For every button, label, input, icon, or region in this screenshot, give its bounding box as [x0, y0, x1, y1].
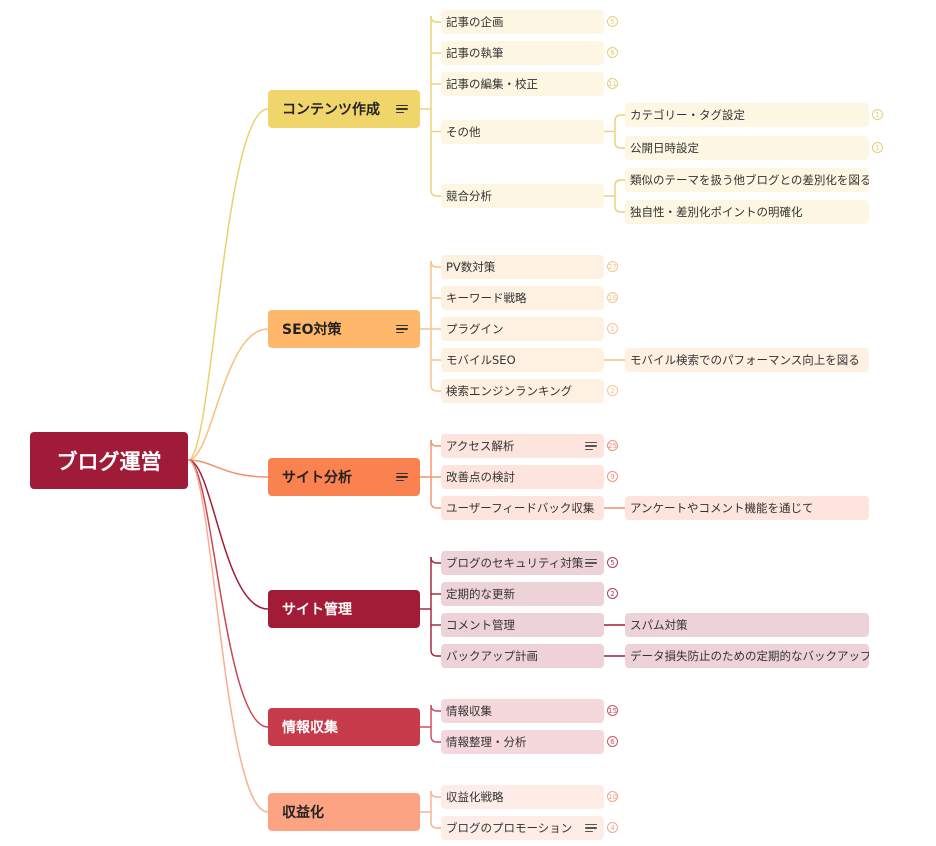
topic-node-label: ブログのプロモーション: [446, 821, 573, 835]
topic-node[interactable]: コメント管理: [441, 613, 604, 637]
topic-node[interactable]: 検索エンジンランキング: [441, 379, 604, 403]
topic-node[interactable]: ユーザーフィードバック収集: [441, 496, 604, 520]
branch-label: コンテンツ作成: [282, 102, 380, 118]
topic-node-label: 定期的な更新: [446, 587, 515, 601]
topic-node[interactable]: モバイルSEO: [441, 348, 604, 372]
topic-node[interactable]: 記事の編集・校正: [441, 72, 604, 96]
topic-node[interactable]: 競合分析: [441, 184, 604, 208]
count-badge[interactable]: 1: [872, 109, 883, 120]
topic-node-label: コメント管理: [446, 618, 515, 632]
branch-node[interactable]: 情報収集: [268, 708, 420, 746]
count-badge[interactable]: 9: [607, 471, 618, 482]
topic-node-label: 検索エンジンランキング: [446, 384, 573, 398]
subtopic-node-label: データ損失防止のための定期的なバックアップ: [630, 649, 869, 663]
subtopic-node[interactable]: 独自性・差別化ポイントの明確化: [625, 200, 869, 224]
topic-node[interactable]: バックアップ計画: [441, 644, 604, 668]
count-badge[interactable]: 4: [607, 822, 618, 833]
count-badge[interactable]: 5: [607, 557, 618, 568]
topic-node-label: 記事の執筆: [446, 46, 504, 60]
note-icon: [396, 471, 408, 484]
subtopic-node[interactable]: アンケートやコメント機能を通じて: [625, 496, 869, 520]
topic-node-label: 競合分析: [446, 189, 492, 203]
topic-node[interactable]: 記事の執筆: [441, 41, 604, 65]
topic-node[interactable]: 情報収集: [441, 699, 604, 723]
subtopic-node[interactable]: モバイル検索でのパフォーマンス向上を図る: [625, 348, 869, 372]
topic-node-label: PV数対策: [446, 260, 496, 274]
topic-node[interactable]: その他: [441, 119, 604, 144]
topic-node-label: モバイルSEO: [446, 353, 516, 367]
note-icon: [396, 103, 408, 116]
subtopic-node-label: 独自性・差別化ポイントの明確化: [630, 205, 803, 219]
topic-node-label: 情報収集: [446, 704, 492, 718]
branch-node[interactable]: 収益化: [268, 793, 420, 831]
topic-node-label: ユーザーフィードバック収集: [446, 501, 595, 515]
count-badge[interactable]: 11: [607, 78, 618, 89]
subtopic-node[interactable]: スパム対策: [625, 613, 869, 637]
topic-node[interactable]: 改善点の検討: [441, 465, 604, 489]
topic-node[interactable]: プラグイン: [441, 317, 604, 341]
count-badge[interactable]: 10: [607, 791, 618, 802]
branch-node[interactable]: サイト分析: [268, 458, 420, 496]
count-badge[interactable]: 16: [607, 292, 618, 303]
topic-node[interactable]: キーワード戦略: [441, 286, 604, 310]
topic-node-label: プラグイン: [446, 322, 504, 336]
note-icon: [585, 440, 597, 453]
topic-node-label: ブログのセキュリティ対策: [446, 556, 584, 570]
root-label: ブログ運営: [56, 449, 162, 474]
topic-node[interactable]: アクセス解析: [441, 434, 604, 458]
topic-node-label: 改善点の検討: [446, 470, 515, 484]
count-badge[interactable]: 27: [607, 261, 618, 272]
topic-node-label: 記事の企画: [446, 15, 504, 29]
count-badge[interactable]: 1: [607, 323, 618, 334]
count-badge[interactable]: 2: [607, 385, 618, 396]
count-badge[interactable]: 6: [607, 736, 618, 747]
topic-node-label: 情報整理・分析: [446, 735, 527, 749]
branch-label: サイト管理: [282, 602, 352, 618]
branch-node[interactable]: コンテンツ作成: [268, 90, 420, 128]
topic-node[interactable]: ブログのセキュリティ対策: [441, 551, 604, 575]
count-badge[interactable]: 6: [607, 47, 618, 58]
subtopic-node[interactable]: 公開日時設定: [625, 136, 869, 160]
count-badge[interactable]: 2: [607, 588, 618, 599]
topic-node-label: キーワード戦略: [446, 291, 527, 305]
subtopic-node[interactable]: 類似のテーマを扱う他ブログとの差別化を図る: [625, 168, 869, 192]
topic-node[interactable]: 収益化戦略: [441, 785, 604, 809]
topic-node[interactable]: PV数対策: [441, 255, 604, 279]
topic-node[interactable]: 記事の企画: [441, 10, 604, 34]
branch-label: サイト分析: [282, 470, 352, 486]
topic-node-label: アクセス解析: [446, 439, 515, 453]
note-icon: [585, 557, 597, 570]
note-icon: [585, 822, 597, 835]
branch-label: SEO対策: [282, 322, 342, 338]
topic-node-label: 収益化戦略: [446, 790, 504, 804]
branch-label: 情報収集: [282, 720, 338, 736]
branch-node[interactable]: サイト管理: [268, 590, 420, 628]
subtopic-node-label: 公開日時設定: [630, 141, 699, 155]
note-icon: [396, 323, 408, 336]
count-badge[interactable]: 15: [607, 705, 618, 716]
count-badge[interactable]: 1: [872, 142, 883, 153]
count-badge[interactable]: 25: [607, 440, 618, 451]
subtopic-node[interactable]: カテゴリー・タグ設定: [625, 103, 869, 127]
subtopic-node[interactable]: データ損失防止のための定期的なバックアップ: [625, 644, 869, 668]
count-badge[interactable]: 5: [607, 16, 618, 27]
topic-node-label: 記事の編集・校正: [446, 77, 538, 91]
topic-node-label: その他: [446, 124, 481, 139]
topic-node[interactable]: 情報整理・分析: [441, 730, 604, 754]
subtopic-node-label: 類似のテーマを扱う他ブログとの差別化を図る: [630, 173, 869, 187]
subtopic-node-label: スパム対策: [630, 618, 688, 632]
topic-node[interactable]: ブログのプロモーション: [441, 816, 604, 840]
subtopic-node-label: カテゴリー・タグ設定: [630, 108, 745, 122]
subtopic-node-label: モバイル検索でのパフォーマンス向上を図る: [630, 353, 860, 367]
subtopic-node-label: アンケートやコメント機能を通じて: [630, 501, 814, 515]
root-node[interactable]: ブログ運営: [30, 432, 188, 489]
branch-node[interactable]: SEO対策: [268, 310, 420, 348]
branch-label: 収益化: [282, 805, 324, 821]
topic-node[interactable]: 定期的な更新: [441, 582, 604, 606]
topic-node-label: バックアップ計画: [446, 649, 538, 663]
